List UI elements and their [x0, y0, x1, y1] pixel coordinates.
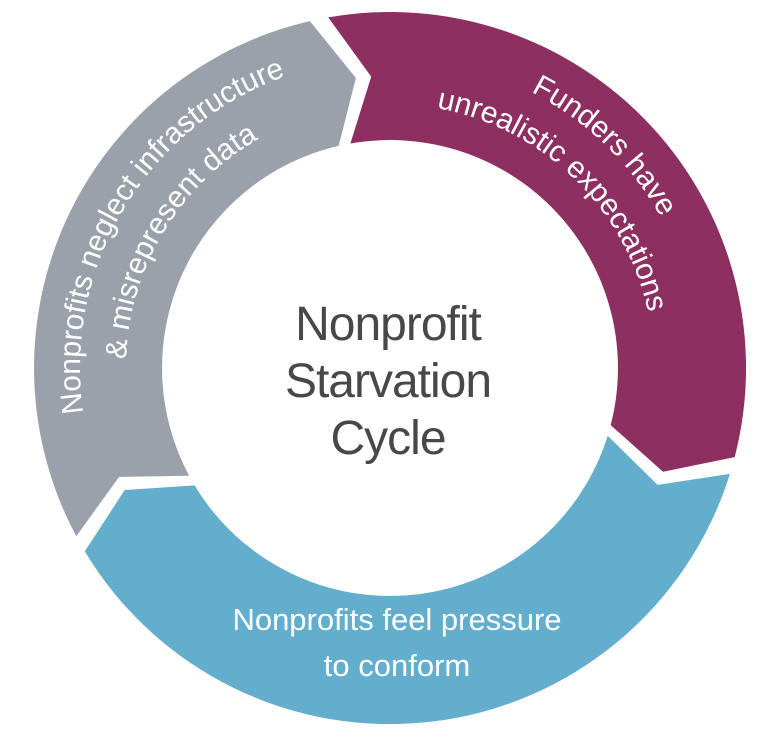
center-title-line-3: Cycle	[330, 412, 445, 465]
center-title-line-2: Starvation	[285, 355, 491, 408]
segment-nonprofits-neglect-infrastructure	[34, 21, 356, 537]
center-title-line-1: Nonprofit	[295, 298, 481, 351]
segment-funders-have-unrealistic-expectations	[328, 11, 747, 472]
segment-nonprofits-feel-pressure-to-conform	[84, 435, 730, 725]
conform-label-line-1: Nonprofits feel pressure	[232, 602, 561, 637]
conform-label-line-2: to conform	[324, 648, 470, 683]
